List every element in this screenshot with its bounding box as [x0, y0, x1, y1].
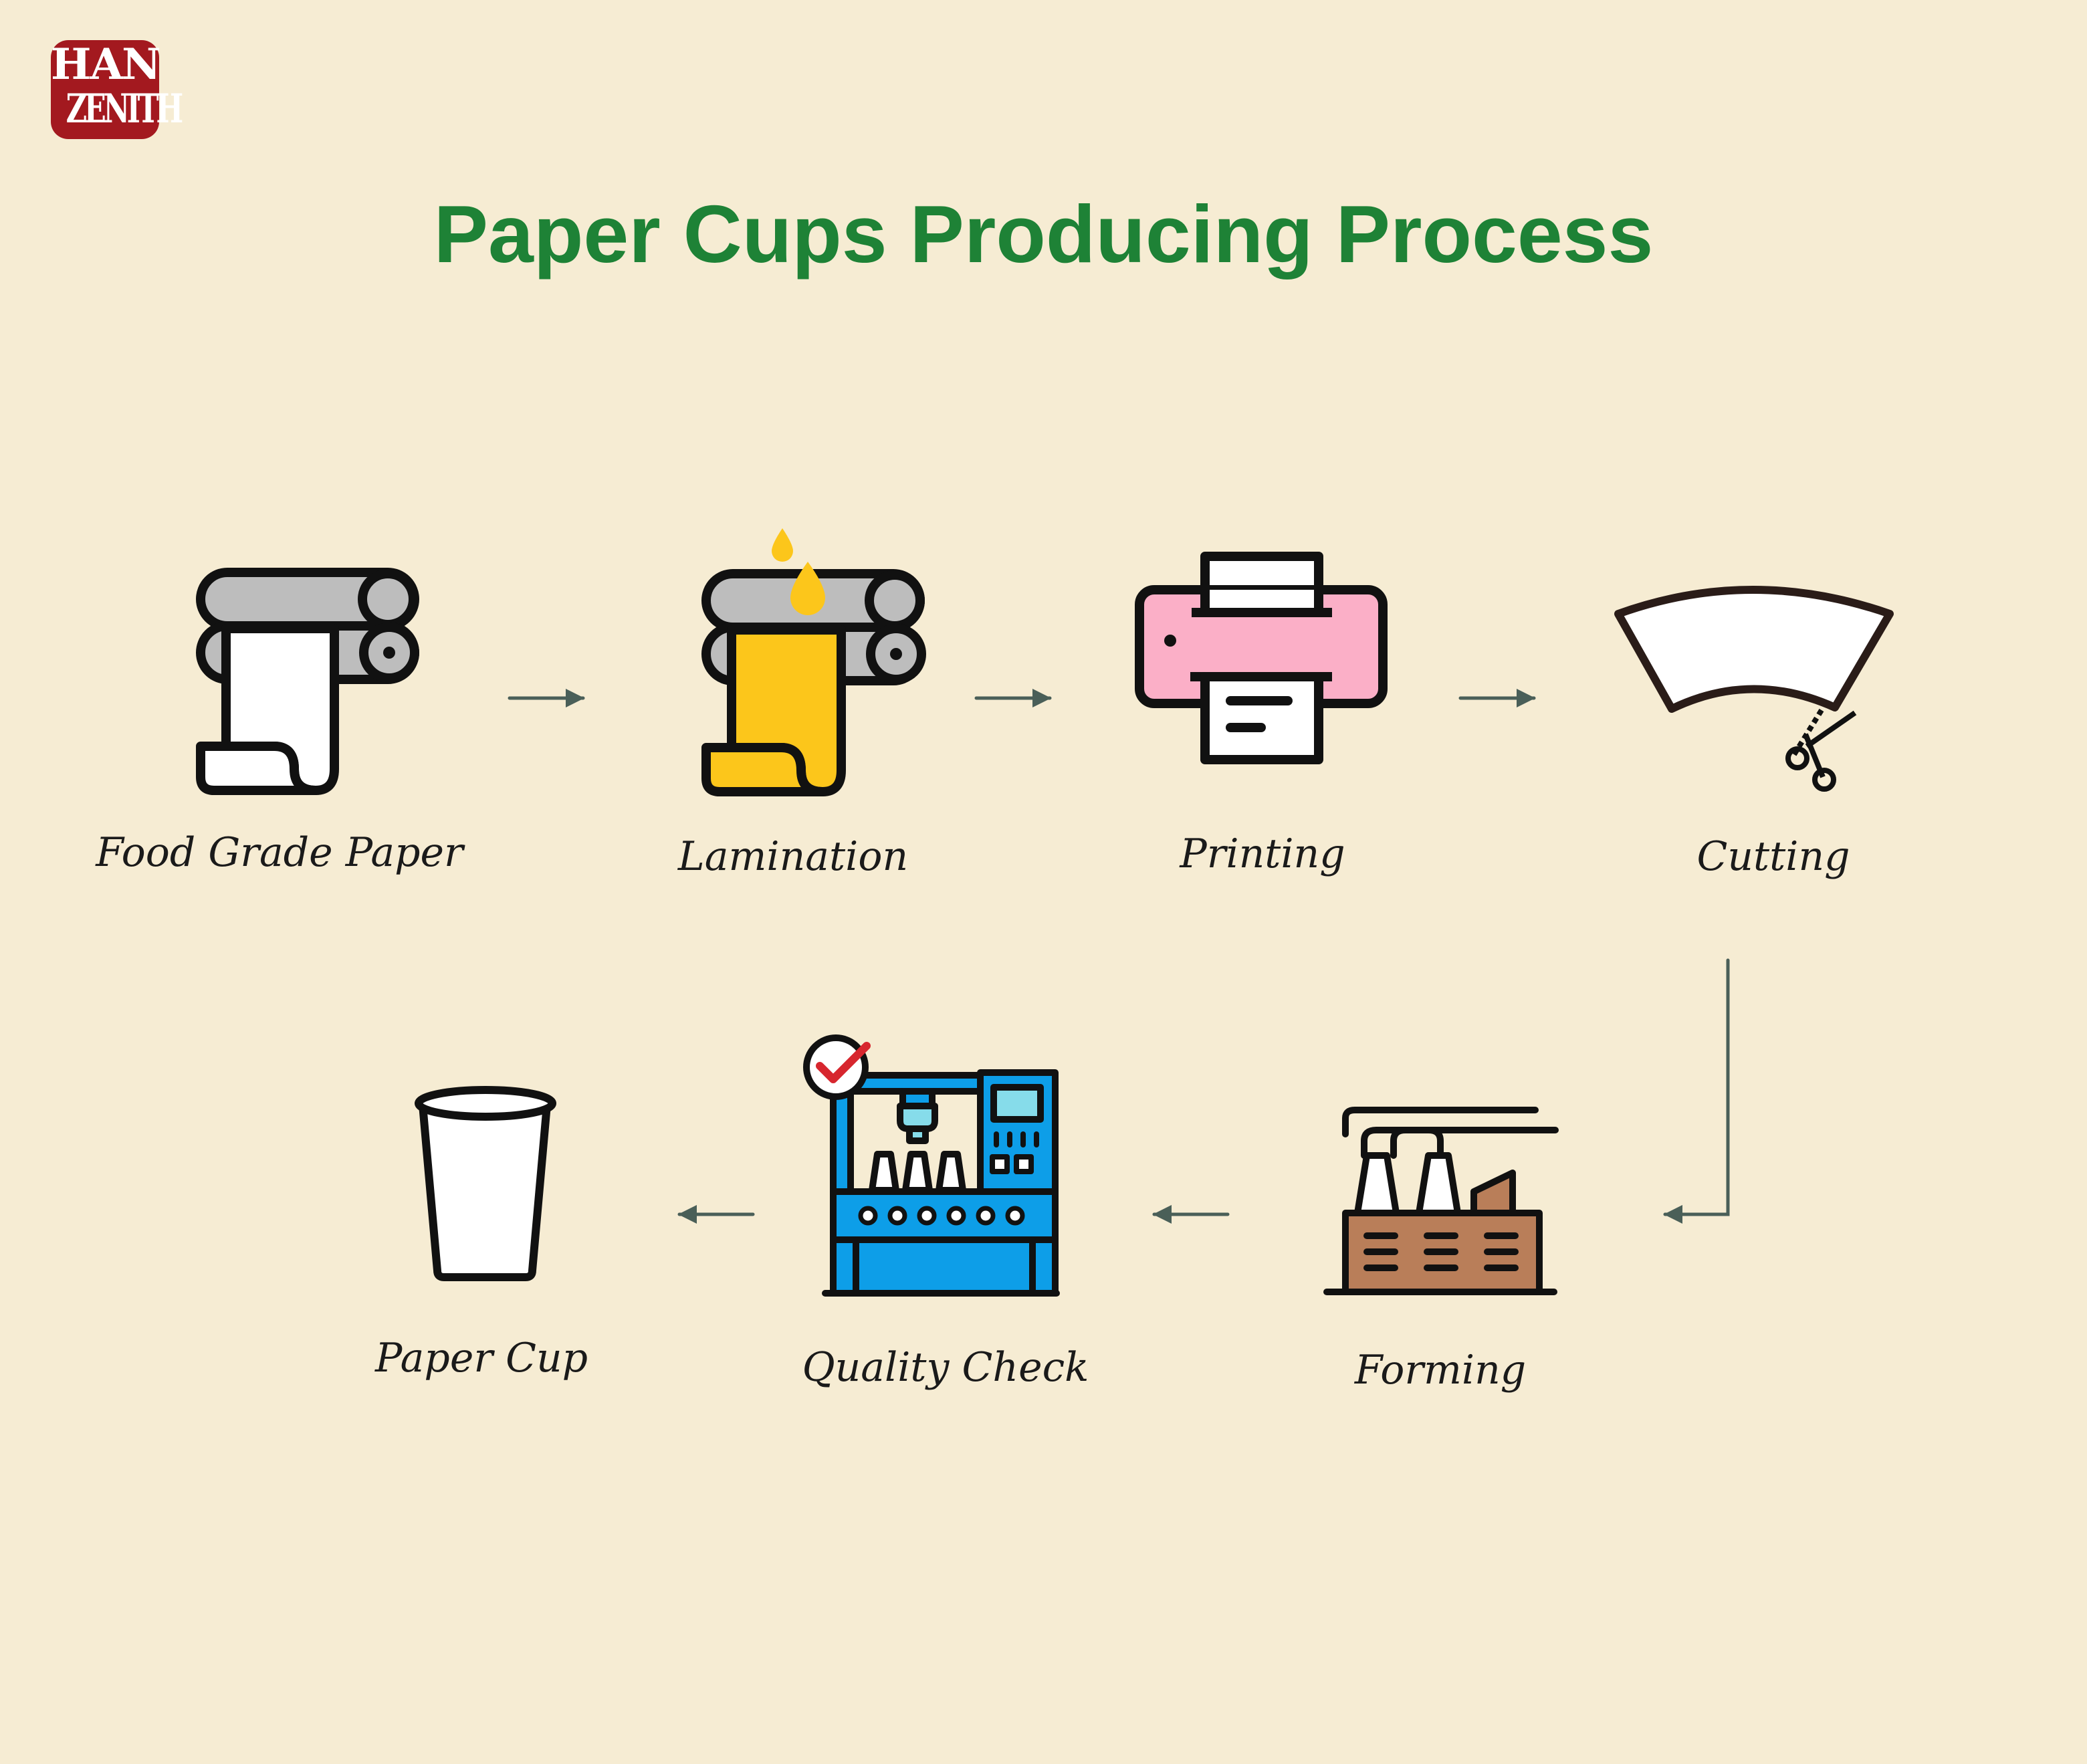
- paper-roll-icon: [196, 568, 419, 795]
- arrow-5: [1152, 1205, 1230, 1224]
- step-label-quality-check: Quality Check: [802, 1344, 1089, 1391]
- factory-icon: [1323, 1107, 1559, 1295]
- logo-line-1: HAN: [51, 39, 161, 90]
- step-label-cutting: Cutting: [1696, 833, 1850, 880]
- arrow-6: [677, 1205, 755, 1224]
- step-label-forming: Forming: [1354, 1347, 1527, 1394]
- quality-check-machine-icon: [803, 1034, 1060, 1297]
- printer-icon: [1135, 552, 1388, 764]
- arrow-1: [508, 689, 585, 707]
- oil-drop-icon: [772, 528, 825, 615]
- step-label-printing: Printing: [1180, 831, 1345, 877]
- arrow-2: [974, 689, 1052, 707]
- step-label-paper-cup: Paper Cup: [374, 1335, 588, 1382]
- scissors-cut-icon: [1614, 586, 1894, 792]
- page-title: Paper Cups Producing Process: [433, 189, 1654, 280]
- arrow-3: [1458, 689, 1536, 707]
- arrow-4-elbow: [1663, 958, 1730, 1224]
- step-label-food-grade-paper: Food Grade Paper: [96, 829, 463, 876]
- step-label-lamination: Lamination: [677, 833, 909, 880]
- paper-cup-icon: [415, 1086, 556, 1281]
